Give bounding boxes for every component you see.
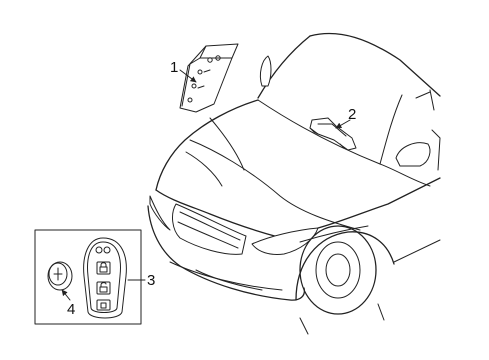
smart-key-fob (83, 237, 127, 319)
leader-line-2 (335, 119, 351, 129)
wheel-arch (295, 231, 395, 301)
callout-2: 2 (348, 106, 356, 123)
headlight-left (149, 195, 171, 231)
control-module (179, 43, 239, 113)
windshield-right-edge (379, 94, 403, 165)
callout-4: 4 (67, 301, 75, 318)
antenna-bracket (309, 117, 357, 151)
side-window (429, 89, 441, 171)
front-wheel (299, 225, 377, 315)
roof-line (309, 32, 441, 97)
front-bumper (147, 205, 306, 301)
windshield-lower-edge (257, 99, 381, 165)
leader-line-1 (179, 69, 197, 83)
left-mirror (259, 55, 272, 87)
coin-battery (47, 261, 73, 291)
vehicle-outline (147, 32, 441, 335)
headlight-right (251, 227, 319, 255)
callout-3: 3 (147, 272, 155, 289)
leader-line-4 (61, 289, 71, 301)
a-pillar-left (257, 35, 311, 99)
side-mirror (395, 142, 431, 167)
keyfob-detail-box (34, 229, 142, 325)
leader-lines (61, 69, 351, 301)
hood (155, 99, 259, 191)
callout-1: 1 (170, 59, 178, 76)
trunk-button-icon (96, 299, 111, 311)
